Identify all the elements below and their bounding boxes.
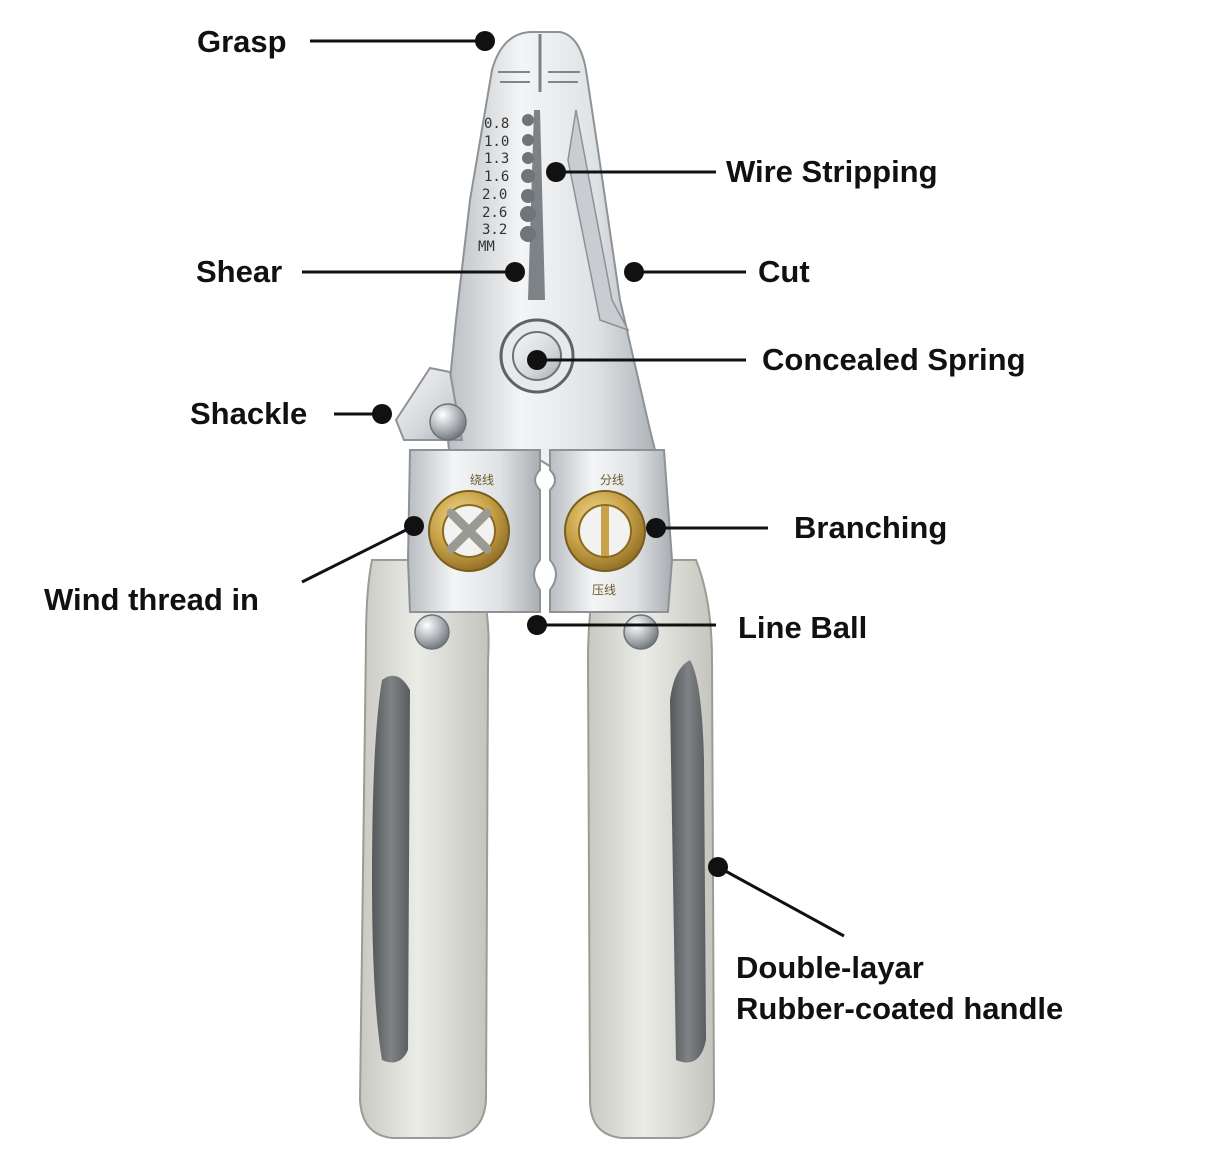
label-cut: Cut [758, 254, 810, 289]
scale-unit: MM [478, 239, 495, 255]
stamp-right-top: 分线 [600, 473, 624, 487]
label-branching: Branching [794, 510, 947, 545]
label-shear: Shear [196, 254, 282, 289]
right-rivet [623, 614, 659, 650]
label-wire-stripping: Wire Stripping [726, 154, 938, 189]
label-wind-thread-in: Wind thread in [44, 582, 259, 617]
stamp-right-bottom: 压线 [592, 583, 616, 597]
label-handle-line1: Double-layar [736, 950, 924, 985]
scale-1: 1.0 [484, 134, 509, 150]
scale-3: 1.6 [484, 169, 509, 185]
callout-labels: Grasp Wire Stripping Shear Cut Concealed… [44, 24, 1063, 1026]
stripping-scale: 0.8 1.0 1.3 1.6 2.0 2.6 3.2 MM [478, 116, 509, 255]
scale-2: 1.3 [484, 151, 509, 167]
right-handle [586, 559, 716, 1139]
pliers-head: 0.8 1.0 1.3 1.6 2.0 2.6 3.2 MM [394, 31, 674, 650]
label-shackle: Shackle [190, 396, 307, 431]
scale-0: 0.8 [484, 116, 509, 132]
scale-4: 2.0 [482, 187, 507, 203]
left-handle [358, 559, 490, 1139]
callout-leaders [301, 31, 845, 938]
branching-hole [564, 490, 646, 572]
scale-6: 3.2 [482, 222, 507, 238]
pliers-illustration: 0.8 1.0 1.3 1.6 2.0 2.6 3.2 MM [358, 31, 716, 1139]
stamp-left: 绕线 [470, 473, 494, 487]
label-grasp: Grasp [197, 24, 287, 59]
wind-thread-hole [428, 490, 510, 572]
label-concealed-spring: Concealed Spring [762, 342, 1026, 377]
right-handle-grip [670, 660, 706, 1063]
shackle-lock [394, 366, 467, 441]
label-line-ball: Line Ball [738, 610, 867, 645]
stripping-notches [520, 114, 536, 242]
left-rivet [414, 614, 450, 650]
label-handle-line2: Rubber-coated handle [736, 991, 1063, 1026]
left-handle-grip [372, 675, 410, 1063]
scale-5: 2.6 [482, 205, 507, 221]
